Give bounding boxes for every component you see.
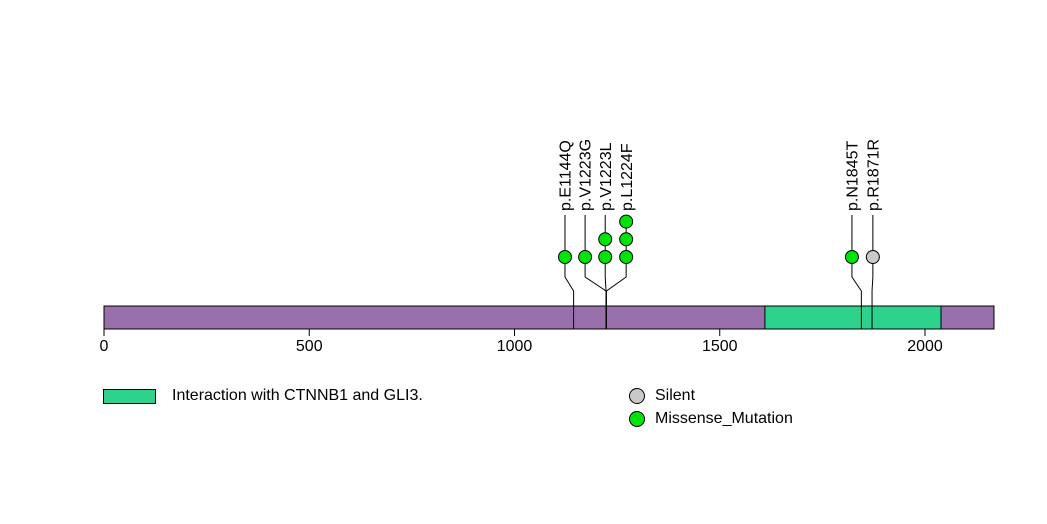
mutation-label: p.V1223G (578, 139, 595, 211)
domain-legend-label: Interaction with CTNNB1 and GLI3. (172, 387, 423, 404)
mutation-label: p.N1845T (845, 141, 862, 211)
domain-legend-swatch (103, 388, 156, 404)
mutation-stick (871, 215, 874, 329)
silent-label: Silent (655, 387, 696, 404)
axis-tick-label: 500 (296, 338, 323, 355)
missense-color-dot (629, 411, 645, 427)
mutation-stick (851, 215, 862, 329)
mutation-circle (619, 250, 634, 264)
mutation-circle (865, 250, 880, 264)
mutation-circle (619, 214, 634, 229)
axis-tick-label: 1500 (702, 338, 738, 355)
silent-color-dot (629, 388, 645, 404)
mutation-circle (557, 250, 572, 264)
mutation-circle (578, 250, 593, 264)
mutation-label: p.V1223L (598, 142, 615, 211)
domain-rect (764, 305, 942, 330)
mutation-type-legend: Silent Missense_Mutation (629, 387, 793, 428)
mutation-label: p.R1871R (865, 139, 882, 211)
axis-tick-label: 1000 (497, 338, 533, 355)
mutation-circle (598, 232, 613, 247)
mutation-stick (564, 215, 575, 329)
domain-legend: Interaction with CTNNB1 and GLI3. (103, 387, 423, 405)
axis-tick-label: 0 (100, 338, 109, 355)
mutation-label: p.E1144Q (558, 140, 575, 211)
legend-item-missense: Missense_Mutation (629, 410, 793, 428)
legend-item-silent: Silent (629, 387, 695, 405)
axis-tick-label: 2000 (907, 338, 943, 355)
mutation-circle (598, 250, 613, 264)
mutation-label: p.L1224F (619, 143, 636, 211)
mutation-circle (619, 232, 634, 247)
missense-label: Missense_Mutation (655, 410, 793, 427)
mutation-circle (844, 250, 859, 264)
